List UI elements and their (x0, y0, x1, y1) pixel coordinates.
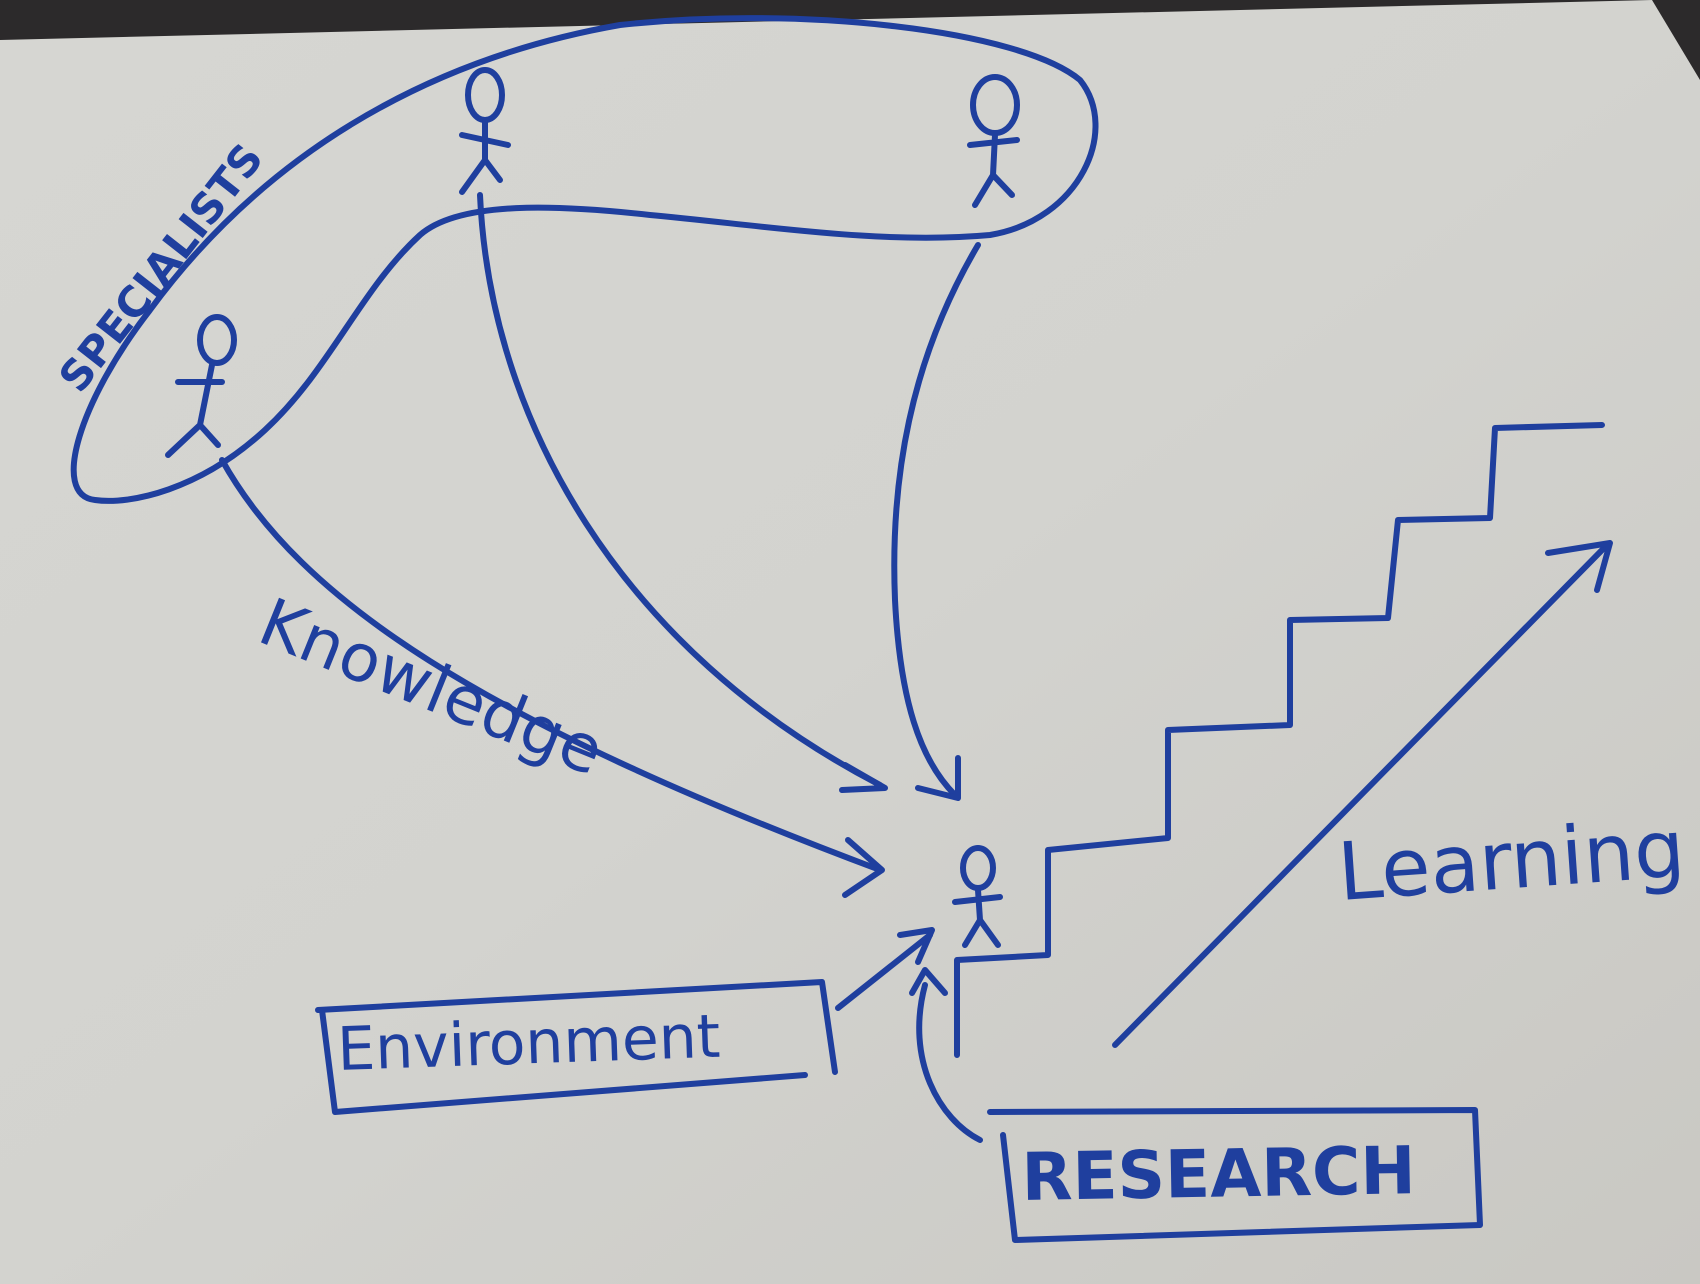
stick-figure-icon (459, 67, 511, 195)
stick-figure-icon (967, 74, 1020, 208)
research-arrow-head (909, 967, 948, 996)
environment-arrow (835, 932, 933, 1011)
stick-figure-icon (165, 314, 237, 458)
research-box (987, 1107, 1483, 1243)
environment-box (315, 979, 838, 1115)
knowledge-arrow-middle (477, 192, 883, 788)
research-arrow (916, 982, 983, 1143)
research-label: RESEARCH (1021, 1132, 1416, 1216)
staircase-icon (954, 422, 1605, 1058)
specialists-group-outline (70, 15, 1099, 504)
environment-label: Environment (336, 1002, 721, 1085)
knowledge-arrow-right (891, 242, 981, 798)
knowledge-arrow-left (219, 457, 883, 873)
knowledge-arrow-left-head (842, 837, 885, 898)
knowledge-arrow-right-head (915, 755, 961, 801)
learning-arrow-head (1545, 540, 1613, 593)
knowledge-arrow-middle-head (839, 762, 888, 793)
environment-arrow-head (897, 927, 935, 965)
stick-figure-icon (952, 845, 1003, 948)
learning-arrow (1112, 542, 1610, 1048)
